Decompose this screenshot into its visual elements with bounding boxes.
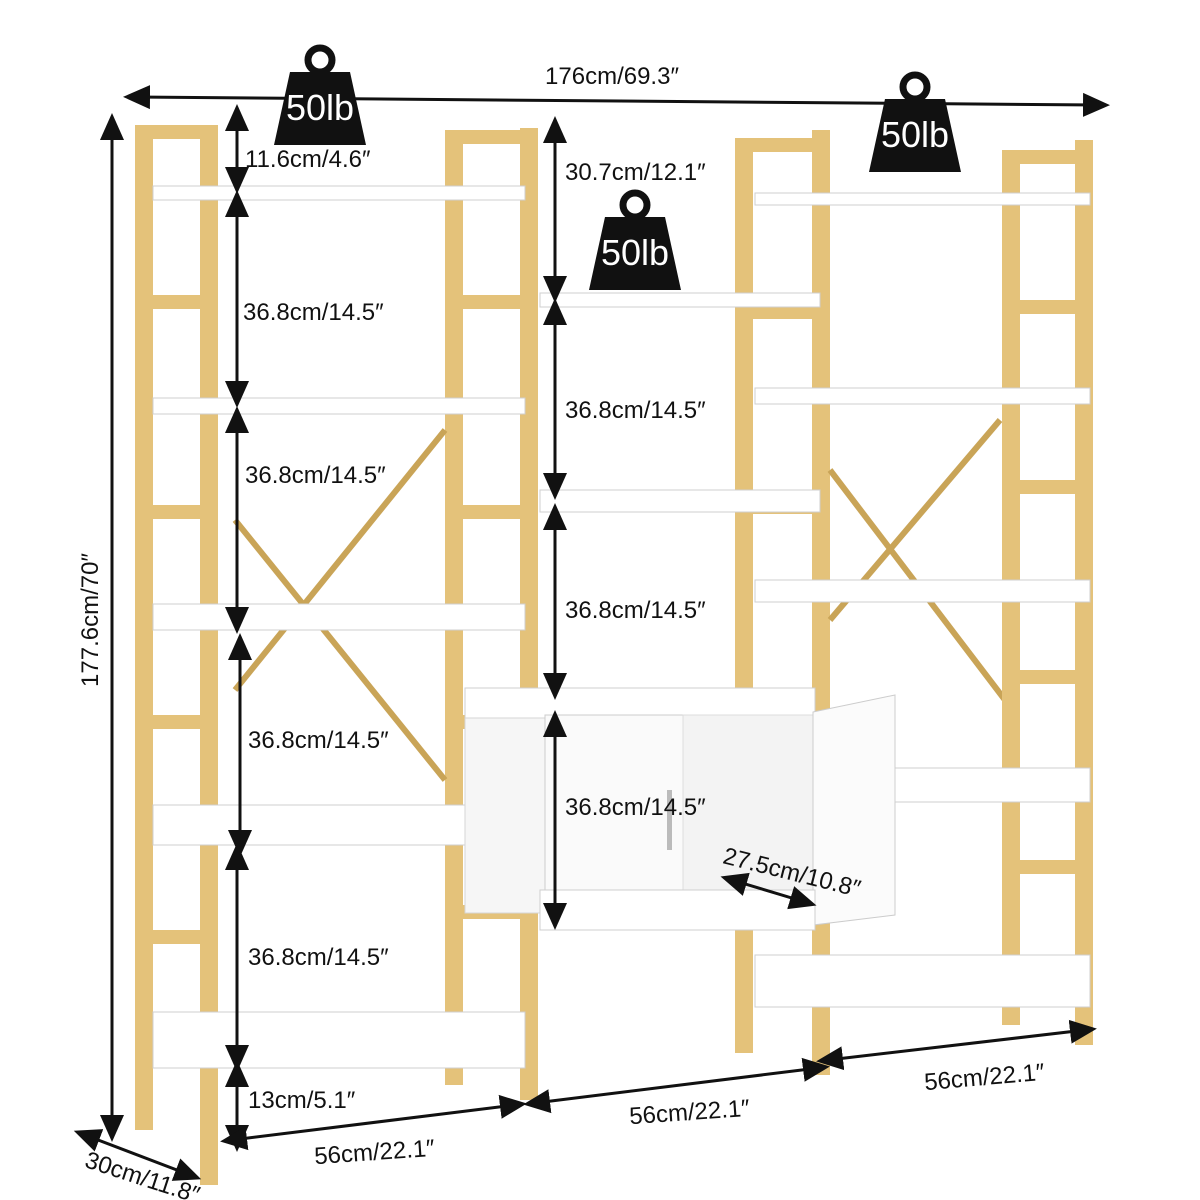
weight-label-center: 50lb: [601, 232, 669, 273]
weight-label-right: 50lb: [881, 114, 949, 155]
overall-height-label: 177.6cm/70″: [77, 553, 104, 687]
weight-icon-right: 50lb: [869, 75, 961, 172]
cabinet-height-label: 36.8cm/14.5″: [565, 794, 706, 821]
right-width-label: 56cm/22.1″: [923, 1059, 1046, 1096]
left-bottom-gap-label: 13cm/5.1″: [248, 1087, 356, 1114]
left-shelf-unit: [135, 125, 538, 1185]
center-gap-1-label: 36.8cm/14.5″: [565, 397, 706, 424]
left-width-label: 56cm/22.1″: [313, 1135, 436, 1170]
right-shelf-unit: [754, 140, 1093, 1045]
weight-icon-center: 50lb: [589, 193, 681, 290]
center-width-label: 56cm/22.1″: [628, 1095, 751, 1130]
overall-width-label: 176cm/69.3″: [545, 63, 679, 90]
left-gap-2-label: 36.8cm/14.5″: [245, 462, 386, 489]
dimension-lines: [73, 85, 1110, 1181]
left-top-gap-label: 11.6cm/4.6″: [245, 146, 371, 173]
cabinet: [464, 687, 896, 931]
left-gap-4-label: 36.8cm/14.5″: [248, 944, 389, 971]
weight-label-left: 50lb: [286, 87, 354, 128]
center-top-gap-label: 30.7cm/12.1″: [565, 159, 706, 186]
left-gap-3-label: 36.8cm/14.5″: [248, 727, 389, 754]
center-gap-2-label: 36.8cm/14.5″: [565, 597, 706, 624]
weight-icon-left: 50lb: [274, 48, 366, 145]
left-gap-1-label: 36.8cm/14.5″: [243, 299, 384, 326]
